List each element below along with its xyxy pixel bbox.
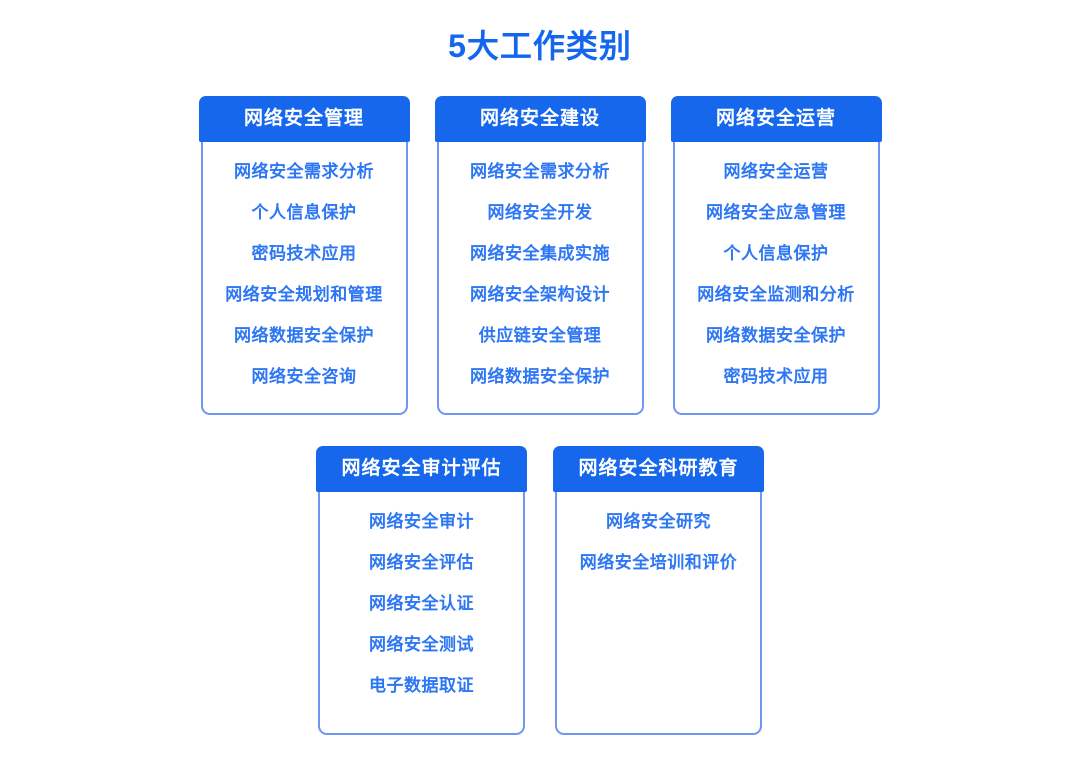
category-item: 网络数据安全保护	[234, 326, 374, 345]
category-item: 个人信息保护	[251, 203, 357, 222]
category-card: 网络安全运营网络安全运营网络安全应急管理个人信息保护网络安全监测和分析网络数据安…	[670, 96, 882, 415]
category-body: 网络安全需求分析个人信息保护密码技术应用网络安全规划和管理网络数据安全保护网络安…	[200, 142, 408, 415]
category-item: 网络安全需求分析	[234, 162, 374, 181]
category-card: 网络安全管理网络安全需求分析个人信息保护密码技术应用网络安全规划和管理网络数据安…	[198, 96, 410, 415]
category-item: 个人信息保护	[723, 244, 829, 263]
category-item: 网络安全集成实施	[470, 244, 610, 263]
category-item: 网络安全评估	[369, 553, 474, 572]
category-body: 网络安全审计网络安全评估网络安全认证网络安全测试电子数据取证	[318, 492, 525, 735]
category-card: 网络安全建设网络安全需求分析网络安全开发网络安全集成实施网络安全架构设计供应链安…	[434, 96, 646, 415]
category-body: 网络安全研究网络安全培训和评价	[555, 492, 762, 735]
category-item: 网络安全审计	[369, 512, 474, 531]
category-header: 网络安全科研教育	[553, 446, 764, 492]
category-item: 网络安全需求分析	[470, 162, 610, 181]
category-item: 网络安全研究	[606, 512, 711, 531]
category-item: 电子数据取证	[369, 676, 474, 695]
category-card: 网络安全科研教育网络安全研究网络安全培训和评价	[553, 446, 764, 735]
category-header: 网络安全审计评估	[316, 446, 527, 492]
category-item: 网络安全应急管理	[706, 203, 846, 222]
category-card: 网络安全审计评估网络安全审计网络安全评估网络安全认证网络安全测试电子数据取证	[316, 446, 527, 735]
category-item: 密码技术应用	[723, 367, 829, 386]
category-header: 网络安全管理	[198, 96, 410, 142]
category-header: 网络安全运营	[670, 96, 882, 142]
category-item: 网络安全开发	[487, 203, 593, 222]
category-item: 网络安全培训和评价	[579, 553, 738, 572]
category-body: 网络安全需求分析网络安全开发网络安全集成实施网络安全架构设计供应链安全管理网络数…	[436, 142, 644, 415]
category-item: 网络安全监测和分析	[697, 285, 855, 304]
category-item: 网络数据安全保护	[706, 326, 846, 345]
category-item: 网络安全架构设计	[470, 285, 610, 304]
category-item: 网络安全规划和管理	[225, 285, 383, 304]
cards-row-top: 网络安全管理网络安全需求分析个人信息保护密码技术应用网络安全规划和管理网络数据安…	[0, 96, 1080, 415]
category-item: 网络安全认证	[369, 594, 474, 613]
category-header: 网络安全建设	[434, 96, 646, 142]
category-item: 网络安全咨询	[251, 367, 357, 386]
category-item: 密码技术应用	[251, 244, 357, 263]
category-item: 网络数据安全保护	[470, 367, 610, 386]
category-item: 供应链安全管理	[478, 326, 602, 345]
category-item: 网络安全测试	[369, 635, 474, 654]
page-title: 5大工作类别	[448, 28, 632, 64]
category-item: 网络安全运营	[723, 162, 829, 181]
category-body: 网络安全运营网络安全应急管理个人信息保护网络安全监测和分析网络数据安全保护密码技…	[672, 142, 880, 415]
cards-row-bottom: 网络安全审计评估网络安全审计网络安全评估网络安全认证网络安全测试电子数据取证网络…	[0, 446, 1080, 735]
